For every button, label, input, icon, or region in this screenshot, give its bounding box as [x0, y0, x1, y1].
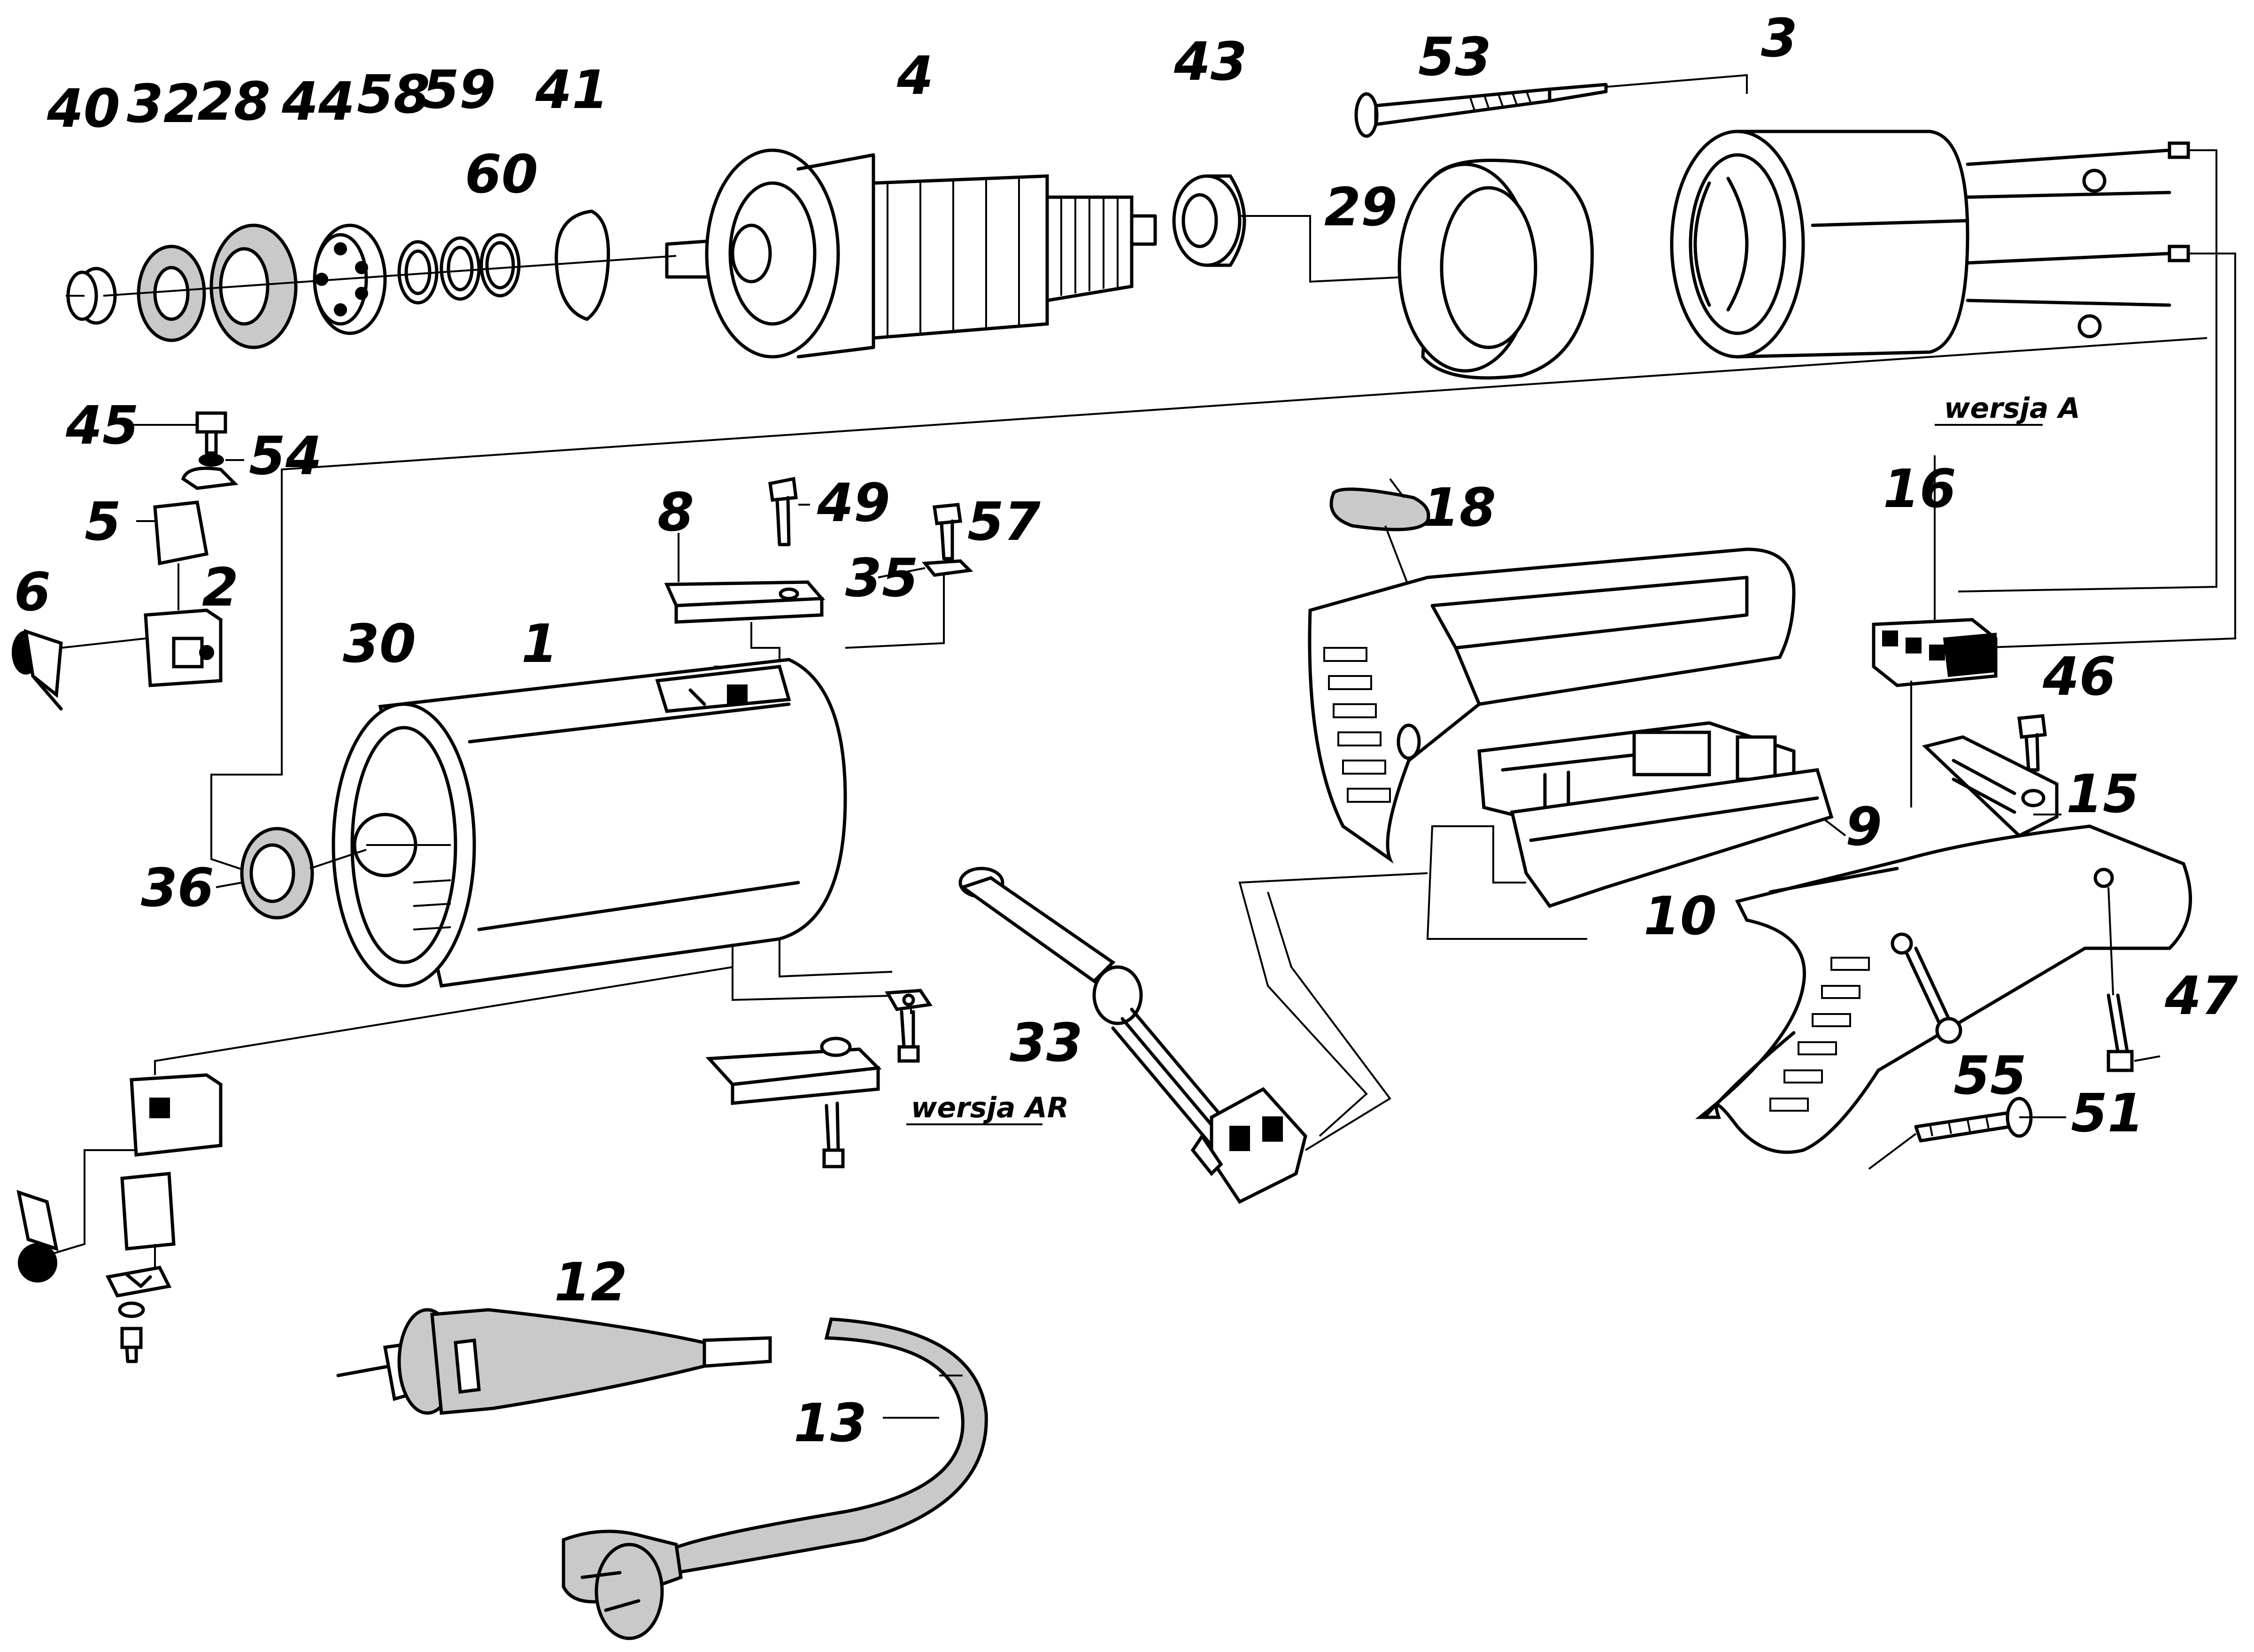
part-41-circlip: [555, 209, 610, 321]
part-47-screw: [2107, 993, 2134, 1072]
part-32-ring: [137, 245, 206, 342]
part-53-screw: [1354, 83, 1608, 138]
part-29-ring: [1397, 159, 1594, 380]
label-13: 13: [794, 1393, 867, 1454]
part-43-bearing: [1172, 174, 1246, 267]
bottom-screw-b: [822, 1101, 845, 1168]
lower-brush: [120, 1172, 176, 1251]
part-6-cap: [12, 629, 63, 711]
lower-spring-plate: [105, 1266, 172, 1298]
part-15-clamp: [1922, 735, 2059, 838]
part-4-armature: [665, 148, 1157, 359]
part-45-screw: [195, 411, 227, 455]
label-4: 4: [896, 46, 934, 107]
label-40: 40: [46, 78, 120, 139]
label-47: 47: [2164, 966, 2238, 1027]
label-15: 15: [2066, 764, 2139, 825]
label-53: 53: [1418, 27, 1491, 88]
part-2-brush-holder: [144, 608, 223, 687]
part-8-plate: [664, 580, 826, 624]
label-10: 10: [1644, 886, 1717, 947]
part-5-brush: [153, 467, 239, 566]
part-13-cord: [562, 1317, 988, 1640]
part-12-sleeve: [336, 1308, 772, 1415]
part-36-ring: [240, 827, 367, 920]
handle-upper-half: [1308, 547, 1796, 864]
part-60-washer: [479, 233, 521, 298]
label-2: 2: [202, 557, 239, 618]
part-59-washer: [440, 236, 481, 301]
label-1: 1: [521, 614, 558, 675]
label-41: 41: [535, 60, 609, 121]
part-49-screw: [768, 476, 798, 546]
bottom-washer: [885, 989, 933, 1011]
part-18-button: [1329, 487, 1430, 531]
handle-lower-half: [1695, 824, 2192, 1154]
label-35: 35: [845, 548, 919, 609]
label-36: 36: [141, 858, 214, 919]
label-29: 29: [1324, 177, 1397, 238]
part-10-switch-housing: [1510, 768, 1834, 908]
bottom-plate: [705, 1037, 882, 1105]
label-54: 54: [249, 426, 322, 487]
label-60: 60: [465, 144, 538, 205]
label-5: 5: [85, 492, 121, 553]
part-35-washer: [922, 559, 973, 577]
part-3-stator: [1670, 130, 2190, 359]
label-58: 58: [357, 64, 430, 125]
label-18: 18: [1423, 477, 1496, 538]
label-12: 12: [554, 1252, 627, 1313]
label-30: 30: [343, 614, 416, 675]
part-46-screw: [2017, 714, 2047, 772]
bottom-screw-a: [897, 1010, 920, 1063]
label-3: 3: [1761, 8, 1798, 69]
label-wersja-a: wersja A: [1944, 392, 2080, 425]
lower-washer-screw: [118, 1301, 145, 1363]
label-33: 33: [1010, 1013, 1083, 1074]
lower-cap: [16, 1190, 59, 1283]
lower-brush-holder: [130, 1073, 223, 1157]
label-16: 16: [1883, 459, 1956, 520]
label-wersja-ar: wersja AR: [911, 1091, 1069, 1124]
label-45: 45: [65, 395, 139, 456]
label-49: 49: [817, 473, 890, 534]
part-54-washer: [199, 453, 224, 467]
label-59: 59: [423, 60, 496, 121]
label-8: 8: [657, 482, 694, 543]
part-28-ring: [209, 223, 298, 349]
label-44: 44: [281, 71, 355, 132]
label-28: 28: [197, 71, 270, 132]
part-55-screw: [1905, 946, 1962, 1044]
label-43: 43: [1173, 31, 1247, 92]
label-57: 57: [967, 492, 1041, 553]
label-51: 51: [2071, 1083, 2144, 1144]
part-16-terminal: [1872, 618, 1998, 687]
part-57-screw: [933, 503, 962, 561]
part-1-housing: [332, 658, 847, 988]
label-6: 6: [14, 562, 51, 623]
part-33-suppressor: [958, 867, 1307, 1204]
label-55: 55: [1953, 1045, 2027, 1106]
label-9: 9: [1845, 797, 1882, 858]
part-44-bearing: [313, 223, 387, 335]
label-32: 32: [127, 74, 200, 135]
label-46: 46: [2042, 646, 2116, 707]
